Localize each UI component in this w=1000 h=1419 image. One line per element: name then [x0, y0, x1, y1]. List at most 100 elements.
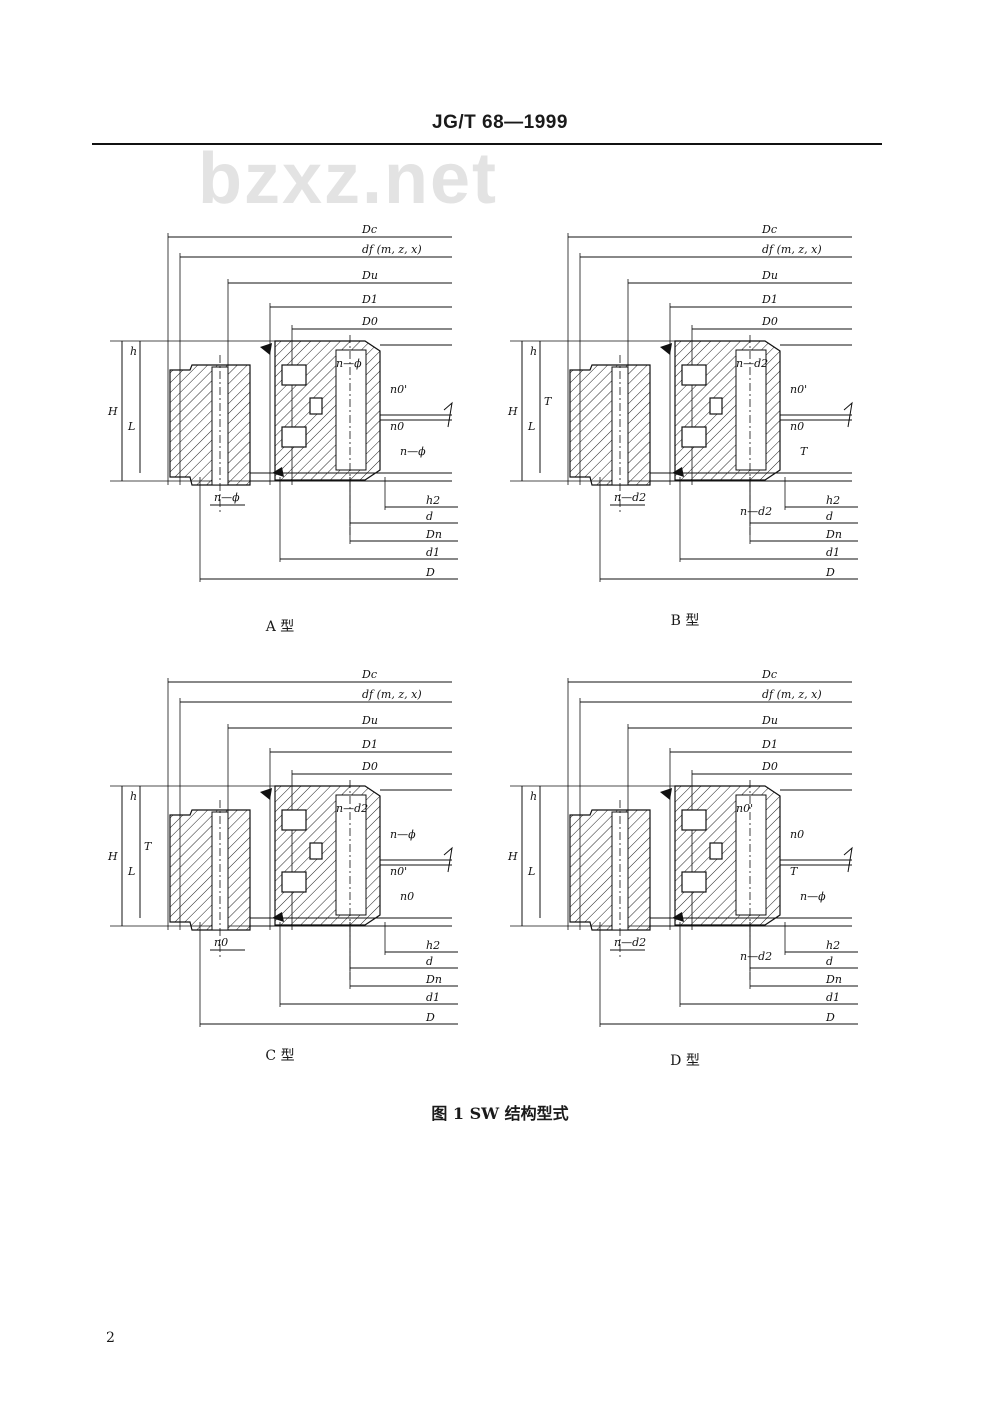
upper-roller	[281, 364, 307, 386]
upper-seal	[260, 788, 272, 800]
inner-label: n0	[790, 828, 804, 841]
caption-a: A 型	[265, 619, 295, 635]
dimension-label-bottom: d	[826, 510, 833, 523]
dimension-label-h: h	[530, 345, 537, 358]
dimension-label-bottom: h2	[426, 494, 440, 507]
break-mark	[843, 401, 853, 428]
dimension-label-bottom: h2	[826, 494, 840, 507]
inner-label: n—ϕ	[800, 890, 826, 903]
lower-seal	[672, 912, 684, 922]
inner-label: n—ϕ	[336, 357, 362, 370]
dimension-label-bottom: d1	[826, 546, 840, 559]
dimension-label-bottom: d1	[426, 546, 440, 559]
dimension-label-bottom: Dn	[425, 973, 442, 986]
inner-label: n0'	[790, 383, 807, 396]
upper-roller	[681, 364, 707, 386]
dimension-label-bottom: d	[426, 510, 433, 523]
outer-ring-section	[569, 364, 651, 486]
upper-seal	[660, 788, 672, 800]
dimension-label-bottom: Dn	[825, 973, 842, 986]
dimension-label-bottom: D	[425, 566, 435, 579]
upper-roller	[681, 809, 707, 831]
inner-label: n—d2	[736, 357, 768, 370]
dimension-label-top: D1	[761, 738, 778, 751]
inner-label: T	[800, 445, 809, 458]
watermark: bzxz.net	[198, 139, 499, 219]
inner-label: n0	[400, 890, 414, 903]
dimension-label-bottom: D	[425, 1011, 435, 1024]
bolt-hole-label: n—d2	[614, 936, 646, 949]
inner-label: n—d2	[336, 802, 368, 815]
inner-label: n0'	[390, 865, 407, 878]
dimension-label-top: df (m, z, x)	[762, 688, 822, 701]
dimension-label-top: Dc	[361, 668, 377, 681]
outer-ring-section	[569, 809, 651, 931]
dimension-label-top: Du	[761, 269, 778, 282]
dimension-label-h: h	[130, 790, 137, 803]
bolt-hole-inner	[735, 349, 767, 471]
caption-b: B 型	[670, 613, 700, 629]
lower-seal	[672, 467, 684, 477]
radial-roller	[709, 397, 723, 415]
outer-ring-section	[169, 809, 251, 931]
upper-seal	[260, 343, 272, 355]
lower-roller	[681, 426, 707, 448]
lower-seal	[272, 912, 284, 922]
inner-label: n0'	[390, 383, 407, 396]
dimension-label-top: Du	[761, 714, 778, 727]
outer-ring-section	[169, 364, 251, 486]
dimension-label-top: D0	[361, 760, 378, 773]
inner-label: n0	[390, 420, 404, 433]
dimension-label-h: h	[130, 345, 137, 358]
dimension-label-H: H	[507, 850, 518, 863]
break-mark	[443, 846, 453, 873]
radial-roller	[309, 397, 323, 415]
dimension-label-L: L	[527, 420, 535, 433]
dimension-label-h: h	[530, 790, 537, 803]
radial-roller	[709, 842, 723, 860]
lower-seal	[272, 467, 284, 477]
bolt-hole-inner	[335, 794, 367, 916]
dimension-label-top: D1	[761, 293, 778, 306]
bolt-hole-label: n0	[214, 936, 228, 949]
upper-roller	[281, 809, 307, 831]
dimension-label-bottom: Dn	[825, 528, 842, 541]
bolt-hole-inner	[335, 349, 367, 471]
dimension-label-top: D0	[761, 315, 778, 328]
caption-c: C 型	[265, 1048, 295, 1064]
dimension-label-top: D0	[761, 760, 778, 773]
dimension-label-L: L	[127, 420, 135, 433]
dimension-label-bottom: h2	[826, 939, 840, 952]
dimension-label-bottom: h2	[426, 939, 440, 952]
dimension-label-T: T	[144, 840, 153, 853]
dimension-label-bottom: d1	[826, 991, 840, 1004]
radial-roller	[309, 842, 323, 860]
inner-label: n—d2	[740, 505, 772, 518]
caption-d: D 型	[670, 1053, 700, 1069]
dimension-label-top: Dc	[761, 223, 777, 236]
dimension-label-bottom: D	[825, 1011, 835, 1024]
dimension-label-top: df (m, z, x)	[762, 243, 822, 256]
dimension-label-top: D1	[361, 293, 378, 306]
inner-label: n0'	[736, 802, 753, 815]
inner-label: n—ϕ	[400, 445, 426, 458]
dimension-label-top: Dc	[761, 668, 777, 681]
page-number: 2	[106, 1330, 115, 1346]
dimension-label-H: H	[107, 850, 118, 863]
dimension-label-top: df (m, z, x)	[362, 688, 422, 701]
break-mark	[843, 846, 853, 873]
inner-label: T	[790, 865, 799, 878]
header-rule	[92, 143, 882, 145]
dimension-label-top: D0	[361, 315, 378, 328]
dimension-label-T: T	[544, 395, 553, 408]
upper-seal	[660, 343, 672, 355]
bolt-hole-inner	[735, 794, 767, 916]
